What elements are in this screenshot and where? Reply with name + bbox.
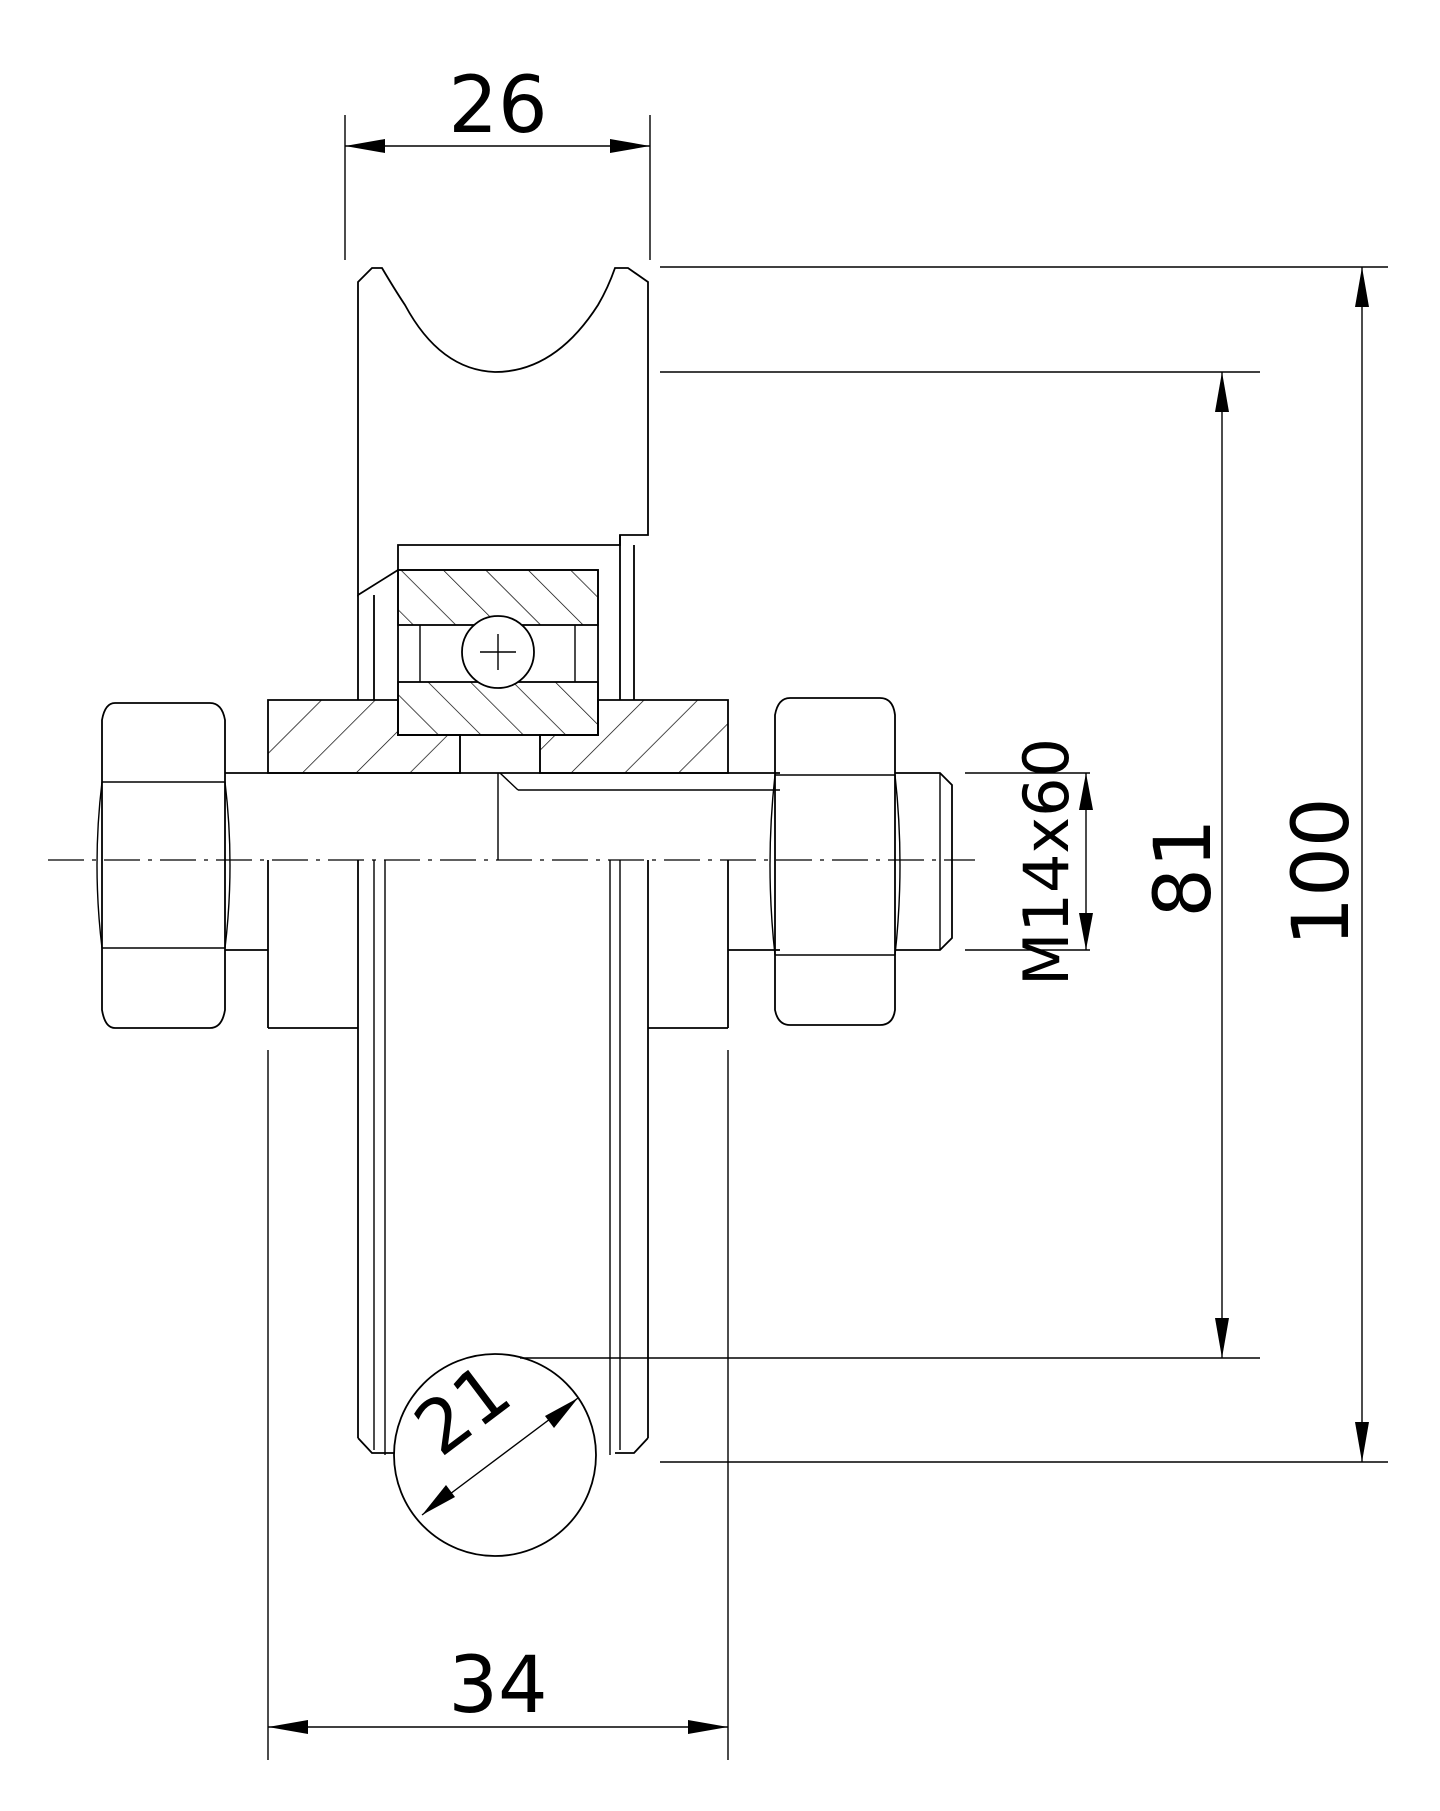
bolt-shaft [225, 772, 953, 951]
groove-circle [393, 1353, 597, 1557]
dimension-groove-bottom-label: 81 [1139, 818, 1229, 917]
dimension-bottom-width-label: 34 [448, 1641, 547, 1731]
dimension-top-width: 26 [344, 61, 651, 260]
dimension-bolt-label: M14x60 [1010, 738, 1083, 986]
nut [769, 697, 901, 1026]
dimension-outer-diameter-label: 100 [1277, 798, 1367, 947]
bolt-head [96, 702, 231, 1029]
dimension-bottom-width: 34 [268, 1641, 728, 1734]
dimension-top-width-label: 26 [448, 61, 547, 151]
hub-recess [357, 535, 635, 700]
dimension-outer-diameter: 100 [660, 266, 1388, 1463]
wheel-lower-outline [267, 860, 729, 1760]
dimension-bolt: M14x60 [965, 738, 1093, 986]
wheel-section-upper [357, 267, 649, 597]
dimension-groove-bottom: 81 [520, 371, 1260, 1359]
bearing [397, 569, 599, 736]
